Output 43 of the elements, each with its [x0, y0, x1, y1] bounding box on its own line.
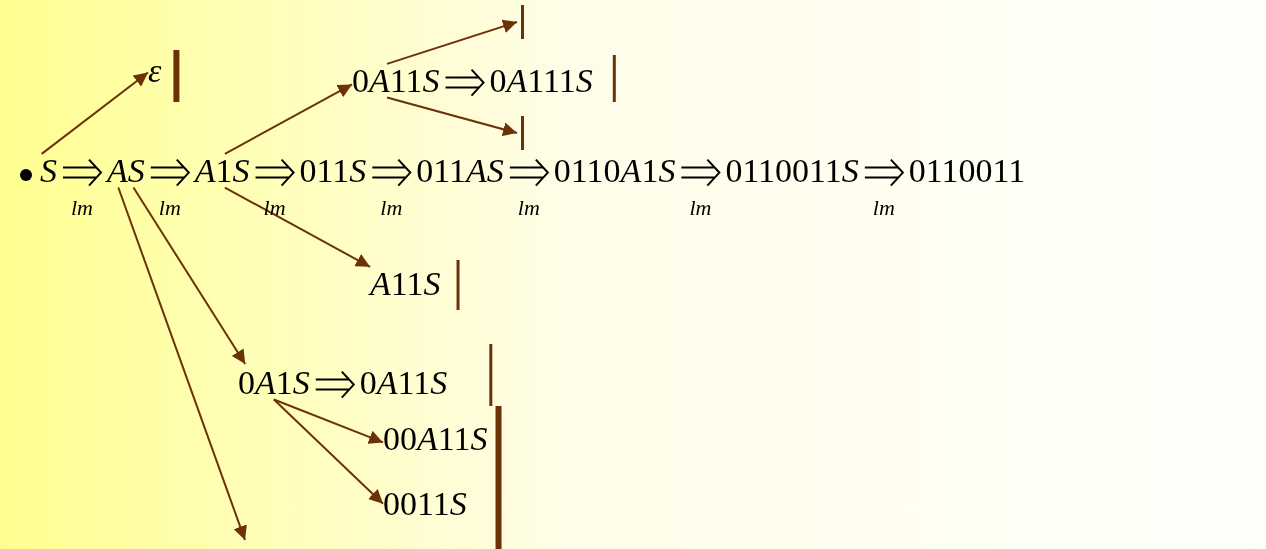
edge-label: lm	[71, 197, 93, 220]
expression-text: ε	[148, 52, 162, 90]
end-bar	[521, 116, 524, 150]
arrow	[223, 186, 371, 268]
expression-text: A1S	[194, 152, 250, 190]
expression-text: S	[40, 152, 57, 190]
end-bar	[521, 5, 524, 39]
arrow	[386, 19, 518, 65]
edge-label: lm	[158, 197, 181, 220]
expression-text: 0110011	[908, 152, 1026, 190]
expression-text: 00A11S	[383, 420, 488, 458]
arrow	[40, 71, 149, 155]
arrow	[386, 96, 518, 137]
derivation-arrow	[508, 158, 550, 187]
derivation-arrow	[680, 158, 721, 187]
expression-text: A11S	[370, 265, 441, 303]
edge-label: lm	[380, 197, 403, 220]
derivation-arrow	[863, 158, 905, 187]
expression-text: 0A11S	[352, 62, 440, 100]
expression-text: 0110A1S	[553, 152, 676, 190]
derivation-arrow	[62, 158, 103, 187]
arrow	[223, 83, 353, 155]
arrow	[272, 398, 384, 444]
edge-label: lm	[689, 197, 712, 220]
expression-text: 0A1S	[238, 364, 310, 402]
expression-text: 0A11S	[359, 364, 448, 402]
edge-label: lm	[517, 197, 540, 220]
derivation-arrow	[371, 158, 412, 187]
expression-text: 0011S	[383, 485, 467, 523]
expression-text: 011AS	[416, 152, 504, 190]
derivation-arrow	[444, 68, 485, 97]
expression-text: 011S	[299, 152, 367, 190]
arrow	[272, 398, 384, 505]
expression-text: 0110011S	[725, 152, 859, 190]
arrow	[117, 186, 247, 541]
expression-text: AS	[107, 152, 145, 190]
derivation-arrow	[149, 158, 191, 187]
derivation-arrow	[254, 158, 295, 187]
arrow	[132, 186, 247, 365]
derivation-arrow	[314, 370, 356, 399]
edge-label: lm	[263, 197, 286, 220]
expression-text: 0A111S	[489, 62, 593, 100]
edge-label: lm	[872, 197, 895, 220]
